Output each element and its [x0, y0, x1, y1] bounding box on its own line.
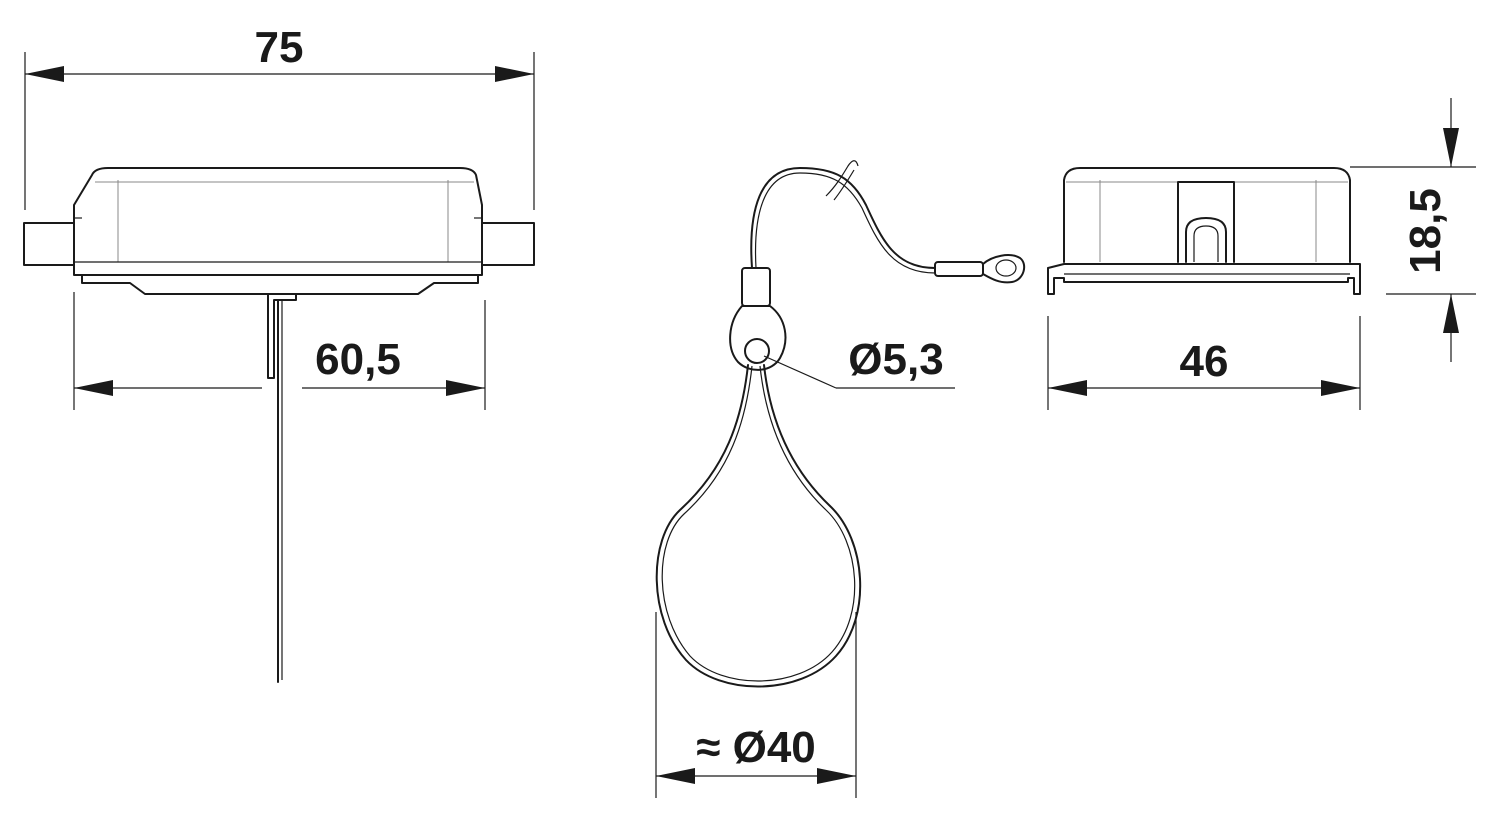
dimension-height-label: 18,5	[1401, 188, 1450, 274]
dimension-body-length-label: 60,5	[315, 335, 401, 384]
dimension-loop-diameter: ≈ Ø40	[655, 612, 857, 798]
ring-terminal-ferrule	[741, 267, 771, 307]
tether-loop	[655, 364, 862, 688]
side-view	[1047, 167, 1361, 295]
ring-terminal-hole	[744, 338, 770, 364]
side-view-latch	[1177, 181, 1235, 263]
tether-end-eyelet	[982, 254, 1026, 284]
dimension-body-length: 60,5	[73, 292, 486, 410]
dimension-side-length-label: 46	[1180, 337, 1229, 386]
dimension-overall-length-label: 75	[255, 23, 304, 72]
side-view-flange	[1047, 263, 1361, 295]
tether-crimp-sleeve	[934, 261, 984, 277]
dimension-loop-diameter-label: ≈ Ø40	[696, 723, 816, 772]
side-view-housing	[1063, 167, 1351, 263]
dimension-height: 18,5	[1350, 98, 1476, 362]
front-view-left-tab	[23, 222, 75, 266]
tether-assembly	[655, 160, 1026, 688]
dimension-eyelet-hole: Ø5,3	[763, 335, 955, 389]
front-view	[23, 167, 535, 683]
front-view-tether-clip	[267, 293, 297, 379]
dimension-overall-length: 75	[24, 23, 535, 210]
dimension-eyelet-hole-label: Ø5,3	[848, 335, 943, 384]
cable-break-mark	[825, 160, 859, 197]
front-view-gasket	[81, 274, 479, 295]
front-view-housing	[73, 167, 483, 276]
tether-cable-upper	[750, 167, 936, 269]
dimension-side-length: 46	[1047, 316, 1361, 410]
front-view-right-tab	[481, 222, 535, 266]
ring-terminal-eyelet	[729, 305, 787, 371]
